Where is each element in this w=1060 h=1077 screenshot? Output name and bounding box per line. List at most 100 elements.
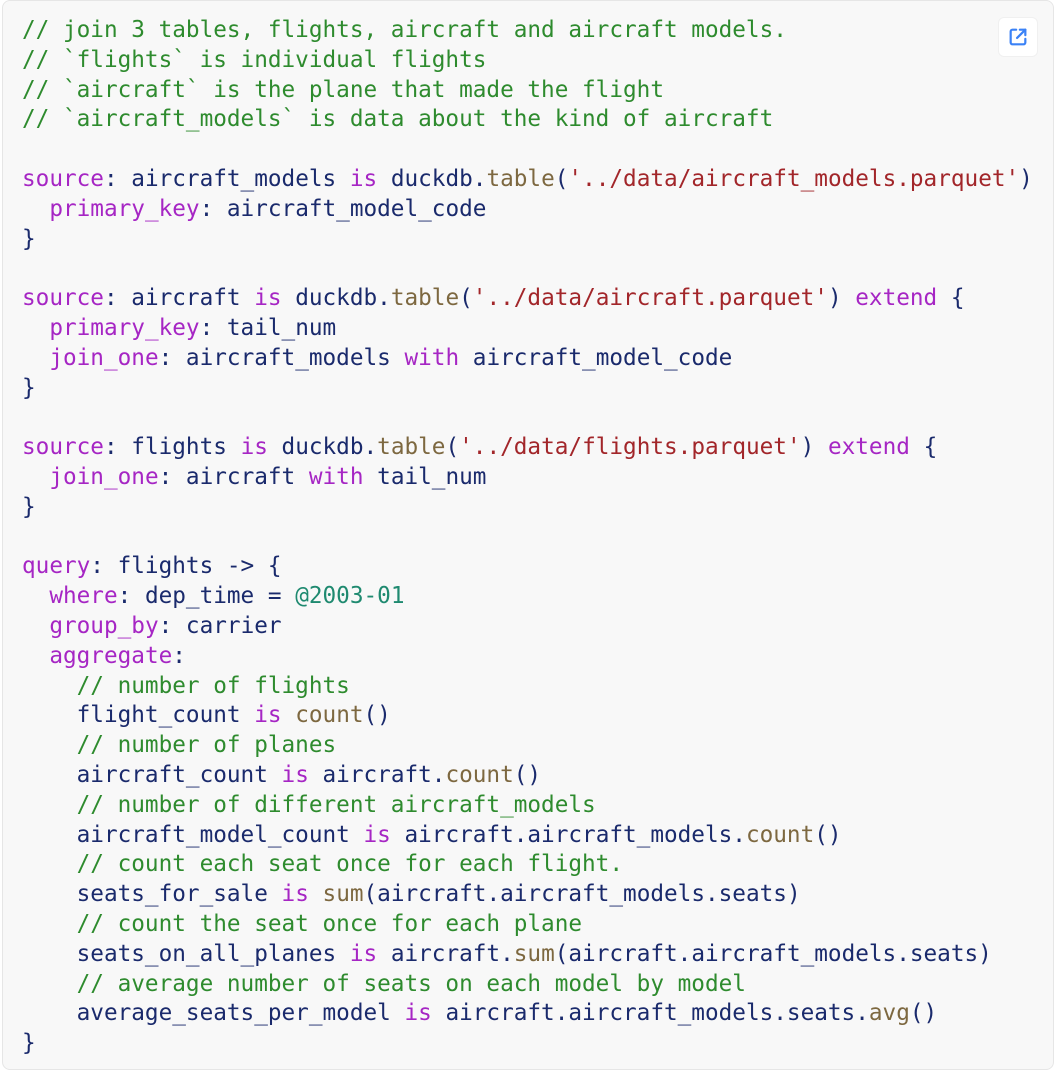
code-token: group_by	[49, 612, 159, 639]
code-token: ()	[363, 702, 391, 729]
code-token: with	[308, 463, 364, 490]
code-line: // number of planes	[22, 731, 1033, 761]
code-line: // `aircraft_models` is data about the k…	[22, 105, 1033, 135]
code-token: primary_key	[49, 314, 200, 341]
code-token: aircraft_model_code	[459, 344, 733, 371]
code-line: primary_key: tail_num	[22, 314, 1033, 344]
code-token: table	[377, 434, 446, 461]
code-token: count	[295, 702, 364, 729]
code-token: // count the seat once for each plane	[76, 910, 583, 937]
code-token: extend	[855, 285, 938, 312]
code-token: : aircraft_models	[158, 344, 405, 371]
code-line: average_seats_per_model is aircraft.airc…	[22, 999, 1033, 1029]
code-line: seats_on_all_planes is aircraft.sum(airc…	[22, 940, 1033, 970]
code-line: }	[22, 225, 1033, 255]
code-token: aircraft.	[377, 940, 514, 967]
code-token: is	[240, 434, 268, 461]
code-line: // join 3 tables, flights, aircraft and …	[22, 16, 1033, 46]
code-token: // count each seat once for each flight.	[76, 851, 624, 878]
code-line: aircraft_model_count is aircraft.aircraf…	[22, 821, 1033, 851]
code-token: aircraft.aircraft_models.	[390, 821, 746, 848]
code-token: : aircraft	[158, 463, 309, 490]
code-token: aircraft_count	[22, 761, 282, 788]
code-token: : aircraft_model_code	[199, 195, 487, 222]
code-token: flight_count	[22, 702, 255, 729]
code-token: aircraft.	[308, 761, 446, 788]
code-token: }	[22, 374, 36, 401]
code-line: // count the seat once for each plane	[22, 910, 1033, 940]
code-line: }	[22, 493, 1033, 523]
code-token: '../data/flights.parquet'	[459, 434, 801, 461]
code-token: duckdb.	[377, 165, 487, 192]
code-token: extend	[827, 434, 910, 461]
code-token: aircraft.aircraft_models.seats.	[431, 1000, 869, 1027]
code-token	[22, 464, 49, 490]
code-line: // count each seat once for each flight.	[22, 850, 1033, 880]
code-token: source	[22, 165, 104, 192]
code-token: // average number of seats on each model…	[76, 970, 746, 997]
code-line: where: dep_time = @2003-01	[22, 582, 1033, 612]
code-token	[22, 613, 49, 639]
code-token: // number of different aircraft_models	[76, 791, 596, 818]
code-token	[22, 851, 77, 877]
code-line: // average number of seats on each model…	[22, 970, 1033, 1000]
code-token: is	[254, 702, 282, 729]
code-token: }	[22, 225, 36, 252]
code-token	[22, 792, 77, 818]
code-line	[22, 135, 1033, 165]
code-token: avg	[868, 1000, 910, 1027]
code-token	[309, 881, 323, 907]
code-line: }	[22, 374, 1033, 404]
code-token: {	[937, 285, 965, 312]
code-token: }	[22, 493, 36, 520]
code-token: seats_for_sale	[22, 881, 282, 908]
code-token: count	[745, 821, 815, 848]
code-token: source	[22, 434, 104, 461]
open-in-new-window-button[interactable]	[998, 17, 1038, 57]
code-token: (	[554, 165, 569, 192]
code-token: is	[349, 165, 378, 192]
code-token: with	[404, 344, 460, 371]
code-token: // `flights` is individual flights	[22, 46, 487, 73]
code-token: count	[445, 761, 514, 788]
code-token: (	[459, 285, 473, 312]
code-token: is	[281, 881, 309, 908]
code-line	[22, 523, 1033, 553]
code-token: : aircraft_models	[103, 165, 350, 192]
code-token: ()	[513, 761, 542, 788]
code-token: aggregate	[49, 642, 173, 669]
code-token: where	[49, 583, 118, 610]
code-token: join_one	[49, 344, 159, 371]
code-token: : flights -> {	[90, 553, 282, 580]
code-token: source	[22, 285, 104, 312]
code-token: : dep_time =	[117, 583, 296, 610]
code-token: ()	[909, 1000, 938, 1027]
code-token: seats_on_all_planes	[22, 940, 350, 967]
code-token: '../data/aircraft.parquet'	[472, 285, 828, 312]
code-token: primary_key	[49, 195, 200, 222]
code-token	[22, 673, 77, 699]
code-line: aircraft_count is aircraft.count()	[22, 761, 1033, 791]
code-token: sum	[513, 940, 555, 967]
code-token	[22, 345, 49, 371]
code-line: // number of flights	[22, 672, 1033, 702]
code-line: // number of different aircraft_models	[22, 791, 1033, 821]
code-token: // number of flights	[76, 672, 350, 699]
code-token: : tail_num	[199, 314, 337, 341]
code-token: // number of planes	[76, 732, 337, 759]
code-line: join_one: aircraft_models with aircraft_…	[22, 344, 1033, 374]
code-token: is	[281, 761, 309, 788]
code-token: tail_num	[363, 463, 487, 490]
code-token: : aircraft	[103, 285, 255, 312]
code-token: duckdb.	[281, 285, 391, 312]
code-token: // join 3 tables, flights, aircraft and …	[22, 17, 787, 43]
code-line	[22, 403, 1033, 433]
code-line: seats_for_sale is sum(aircraft.aircraft_…	[22, 880, 1033, 910]
code-token: )	[1019, 165, 1033, 192]
code-line: // `flights` is individual flights	[22, 46, 1033, 76]
code-line: source: flights is duckdb.table('../data…	[22, 433, 1033, 463]
code-line: join_one: aircraft with tail_num	[22, 463, 1033, 493]
code-token	[22, 196, 49, 222]
code-token: }	[22, 1030, 36, 1057]
